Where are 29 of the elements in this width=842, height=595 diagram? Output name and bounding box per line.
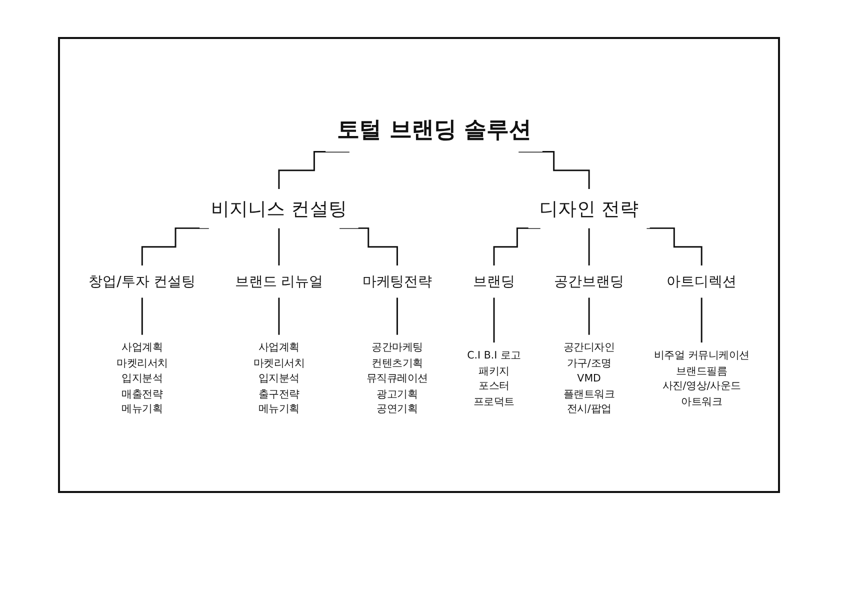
connector	[588, 227, 590, 266]
connector	[278, 227, 280, 266]
node-text: 비주얼 커뮤니케이션 브랜드필름 사진/영상/사운드 아트워크	[654, 349, 750, 408]
connector	[278, 296, 280, 336]
node-text: 사업계획 마켓리서치 입지분석 출구전략 메뉴기획	[253, 341, 305, 416]
diagram-frame: 토털 브랜딩 솔루션 비지니스 컨설팅 디자인 전략 창업/투자 컨설팅 브랜드 리뉴얼 마케팅전략 브랜딩 공간브랜딩 아트디렉션 사업계획 마켓리서치 입지분석 매출전략 메뉴기획 사업계획 마켓리서치 입지분석 출구전략 메뉴기획 공간마케팅 컨텐츠기획 뮤직큐레이션 광고기획 공연기획 C.I B.I 로고 패키지 포스터 프로덕트 공간디자인 가구/조명 VMD 플랜트워크 전시/팝업 비주얼 커뮤니케이션 브랜드필름 사진/영상/사운드 아트워크	[58, 37, 780, 493]
node-text: 공간디자인 가구/조명 VMD 플랜트워크 전시/팝업	[563, 341, 615, 416]
node-text: 공간마케팅 컨텐츠기획 뮤직큐레이션 광고기획 공연기획	[366, 341, 428, 416]
connector	[141, 296, 143, 336]
connector	[493, 227, 540, 266]
node-text: 아트디렉션	[666, 272, 737, 290]
connector	[588, 296, 590, 336]
connector	[700, 296, 702, 344]
connector	[141, 227, 209, 266]
node-text: C.I B.I 로고 패키지 포스터 프로덕트	[467, 349, 521, 408]
node-text: 디자인 전략	[540, 197, 639, 220]
node-text: 비지니스 컨설팅	[210, 197, 348, 220]
connector	[396, 296, 398, 336]
connector	[493, 296, 495, 344]
node-text: 사업계획 마켓리서치 입지분석 매출전략 메뉴기획	[116, 341, 168, 416]
node-text: 브랜드 리뉴얼	[234, 272, 324, 290]
node-text: 브랜딩	[473, 272, 515, 290]
connector	[518, 151, 590, 190]
node-text: 공간브랜딩	[554, 272, 624, 290]
connector	[646, 227, 702, 266]
node-text: 창업/투자 컨설팅	[88, 272, 196, 290]
connector	[278, 151, 350, 190]
node-text: 마케팅전략	[362, 272, 432, 290]
connector	[340, 227, 398, 266]
